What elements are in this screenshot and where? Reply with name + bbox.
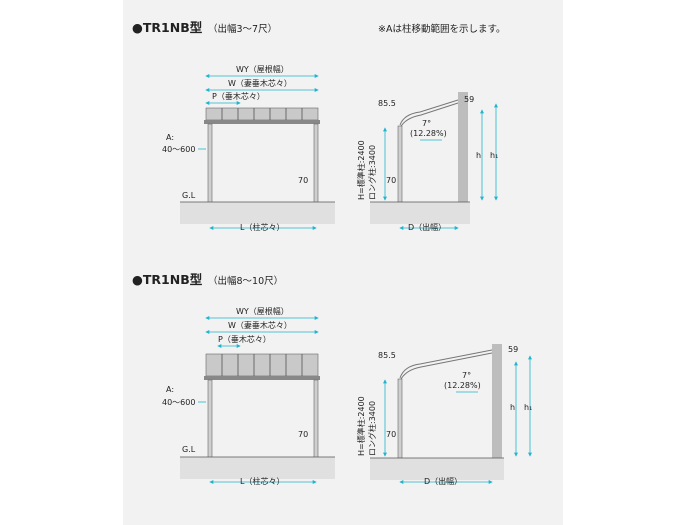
a-label: A:: [166, 385, 174, 394]
note-text: ※Aは柱移動範囲を示します。: [378, 23, 506, 35]
roof-panel: [205, 353, 319, 377]
side-post-dim-70: 70: [386, 176, 396, 185]
section-2-front-view: WY（屋根幅） W（妻垂木芯々） P（垂木芯々） A:: [162, 306, 335, 486]
angle-label: 7°: [422, 119, 431, 128]
side-post: [397, 378, 403, 459]
post-dim-70: 70: [298, 176, 308, 185]
side-post: [397, 125, 403, 203]
side-ground: [370, 202, 470, 224]
wy-label: WY（屋根幅）: [236, 64, 289, 74]
left-post: [207, 379, 213, 463]
section-1: ●TR1NB型 （出幅3〜7尺） WY（屋根幅） W（妻垂木芯々） P（垂木芯々…: [132, 20, 498, 232]
w-label: W（妻垂木芯々）: [228, 320, 292, 330]
roof-panel: [205, 107, 319, 121]
pct-label: (12.28%): [444, 381, 481, 390]
h-std-label: H=標準柱:2400: [356, 140, 366, 200]
pct-label: (12.28%): [410, 129, 447, 138]
top-dim-85-5: 85.5: [378, 351, 396, 360]
ground-label: G.L: [182, 445, 196, 454]
wy-label: WY（屋根幅）: [236, 306, 289, 316]
wall: [492, 344, 502, 458]
ground-label: G.L: [182, 191, 196, 200]
section-2-subtitle: （出幅8〜10尺）: [208, 275, 283, 287]
h-label: h: [476, 151, 481, 160]
h-long-label: ロング柱:3400: [367, 401, 377, 456]
p-label: P（垂木芯々）: [218, 334, 271, 344]
beam: [204, 376, 320, 380]
a-label: A:: [166, 133, 174, 142]
right-post: [313, 123, 319, 207]
h1-label: h₁: [490, 151, 498, 160]
a-range: 40〜600: [162, 398, 195, 407]
diagram-panel: [123, 0, 563, 525]
beam: [204, 120, 320, 124]
rafters: [221, 108, 303, 120]
section-1-subtitle: （出幅3〜7尺）: [208, 23, 277, 35]
h-label: h: [510, 403, 515, 412]
a-range: 40〜600: [162, 145, 195, 154]
section-2-side-view: 85.5 7° (12.28%) 59 h h₁ H=標準柱:2400 ロング柱…: [356, 344, 532, 486]
section-1-front-view: WY（屋根幅） W（妻垂木芯々） P（垂木芯々）: [162, 64, 335, 232]
h-std-label: H=標準柱:2400: [356, 396, 366, 456]
top-dim-85-5: 85.5: [378, 99, 396, 108]
p-label: P（垂木芯々）: [212, 91, 265, 101]
h-long-label: ロング柱:3400: [367, 145, 377, 200]
right-dim-59: 59: [464, 95, 474, 104]
l-label: L（柱芯々）: [240, 222, 284, 232]
d-label: D（出幅）: [424, 476, 462, 486]
post-dim-70: 70: [298, 430, 308, 439]
h1-label: h₁: [524, 403, 532, 412]
wall: [458, 92, 468, 202]
side-roof: [399, 349, 493, 379]
right-dim-59: 59: [508, 345, 518, 354]
ground-area: [180, 202, 335, 224]
d-label: D（出幅）: [408, 222, 446, 232]
side-post-dim-70: 70: [386, 430, 396, 439]
section-1-title: ●TR1NB型: [132, 20, 203, 35]
side-roof: [399, 99, 459, 126]
angle-label: 7°: [462, 371, 471, 380]
l-label: L（柱芯々）: [240, 476, 284, 486]
section-1-side-view: 85.5 7° (12.28%) 59 h h₁ H=標準柱:2400 ロング柱…: [356, 92, 498, 232]
left-post: [207, 123, 213, 207]
w-label: W（妻垂木芯々）: [228, 78, 292, 88]
right-post: [313, 379, 319, 463]
section-2: ●TR1NB型 （出幅8〜10尺） WY（屋根幅） W（妻垂木芯々） P（垂木芯…: [132, 272, 532, 486]
section-2-title: ●TR1NB型: [132, 272, 203, 287]
